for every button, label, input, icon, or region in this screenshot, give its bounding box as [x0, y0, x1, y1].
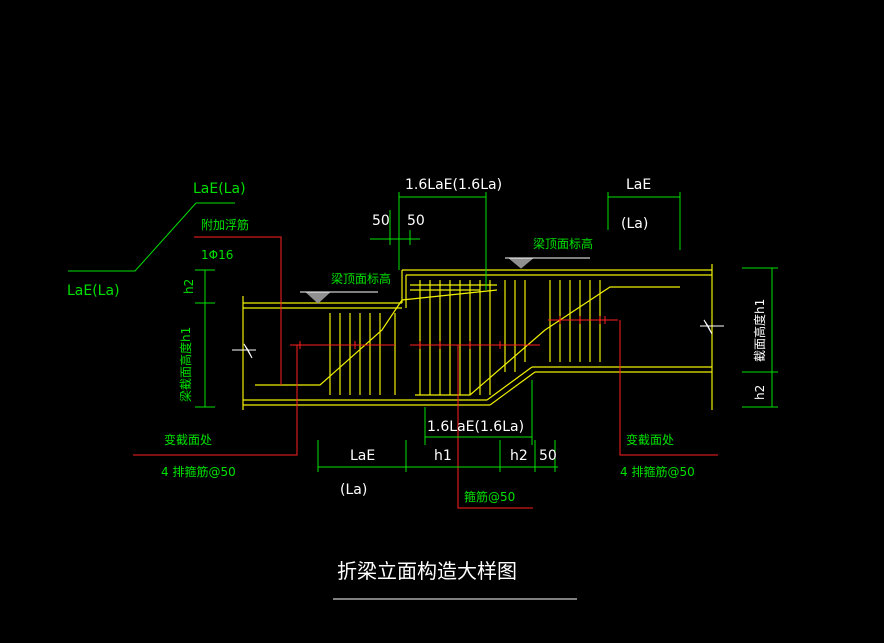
label-top-1-6: 1.6LaE(1.6La)	[405, 177, 502, 193]
label-gujin50: 箍筋@50	[464, 489, 515, 504]
label-h1-right-vertical: 截面高度h1	[752, 299, 767, 362]
red-leaders	[133, 236, 718, 509]
label-lae-la-left: LaE(La)	[67, 283, 120, 299]
label-phi16: 1Φ16	[201, 248, 233, 262]
label-fujia-fujin: 附加浮筋	[201, 217, 249, 232]
label-lae-la-top: LaE(La)	[193, 181, 246, 197]
label-dim-50-a: 50	[372, 213, 390, 229]
label-dim-50-b: 50	[407, 213, 425, 229]
label-bottom-h2: h2	[510, 448, 528, 464]
label-jiejiemian-left: 变截面处	[164, 432, 212, 447]
drawing-title: 折梁立面构造大样图	[337, 559, 517, 583]
label-h2-right: h2	[753, 385, 767, 400]
label-paijin-left: 4 排箍筋@50	[161, 464, 236, 479]
label-liang-top-left: 梁顶面标高	[331, 271, 391, 286]
label-bottom-50: 50	[539, 448, 557, 464]
level-markers	[300, 257, 590, 304]
label-bottom-h1: h1	[434, 448, 452, 464]
label-bottom-lae: LaE	[350, 448, 375, 464]
label-la-right-top: (La)	[621, 216, 648, 232]
label-h1-left-vertical: 梁截面高度h1	[178, 327, 193, 402]
label-bottom-la: (La)	[340, 482, 367, 498]
break-marks	[232, 319, 724, 359]
label-h2-left: h2	[182, 279, 196, 294]
label-lae-right-top: LaE	[626, 177, 651, 193]
label-jiejiemian-right: 变截面处	[626, 432, 674, 447]
label-bottom-1-6: 1.6LaE(1.6La)	[427, 419, 524, 435]
dimension-lines	[68, 192, 778, 472]
beam-outline	[242, 264, 713, 410]
label-paijin-right: 4 排箍筋@50	[620, 464, 695, 479]
label-liang-top-right: 梁顶面标高	[533, 236, 593, 251]
